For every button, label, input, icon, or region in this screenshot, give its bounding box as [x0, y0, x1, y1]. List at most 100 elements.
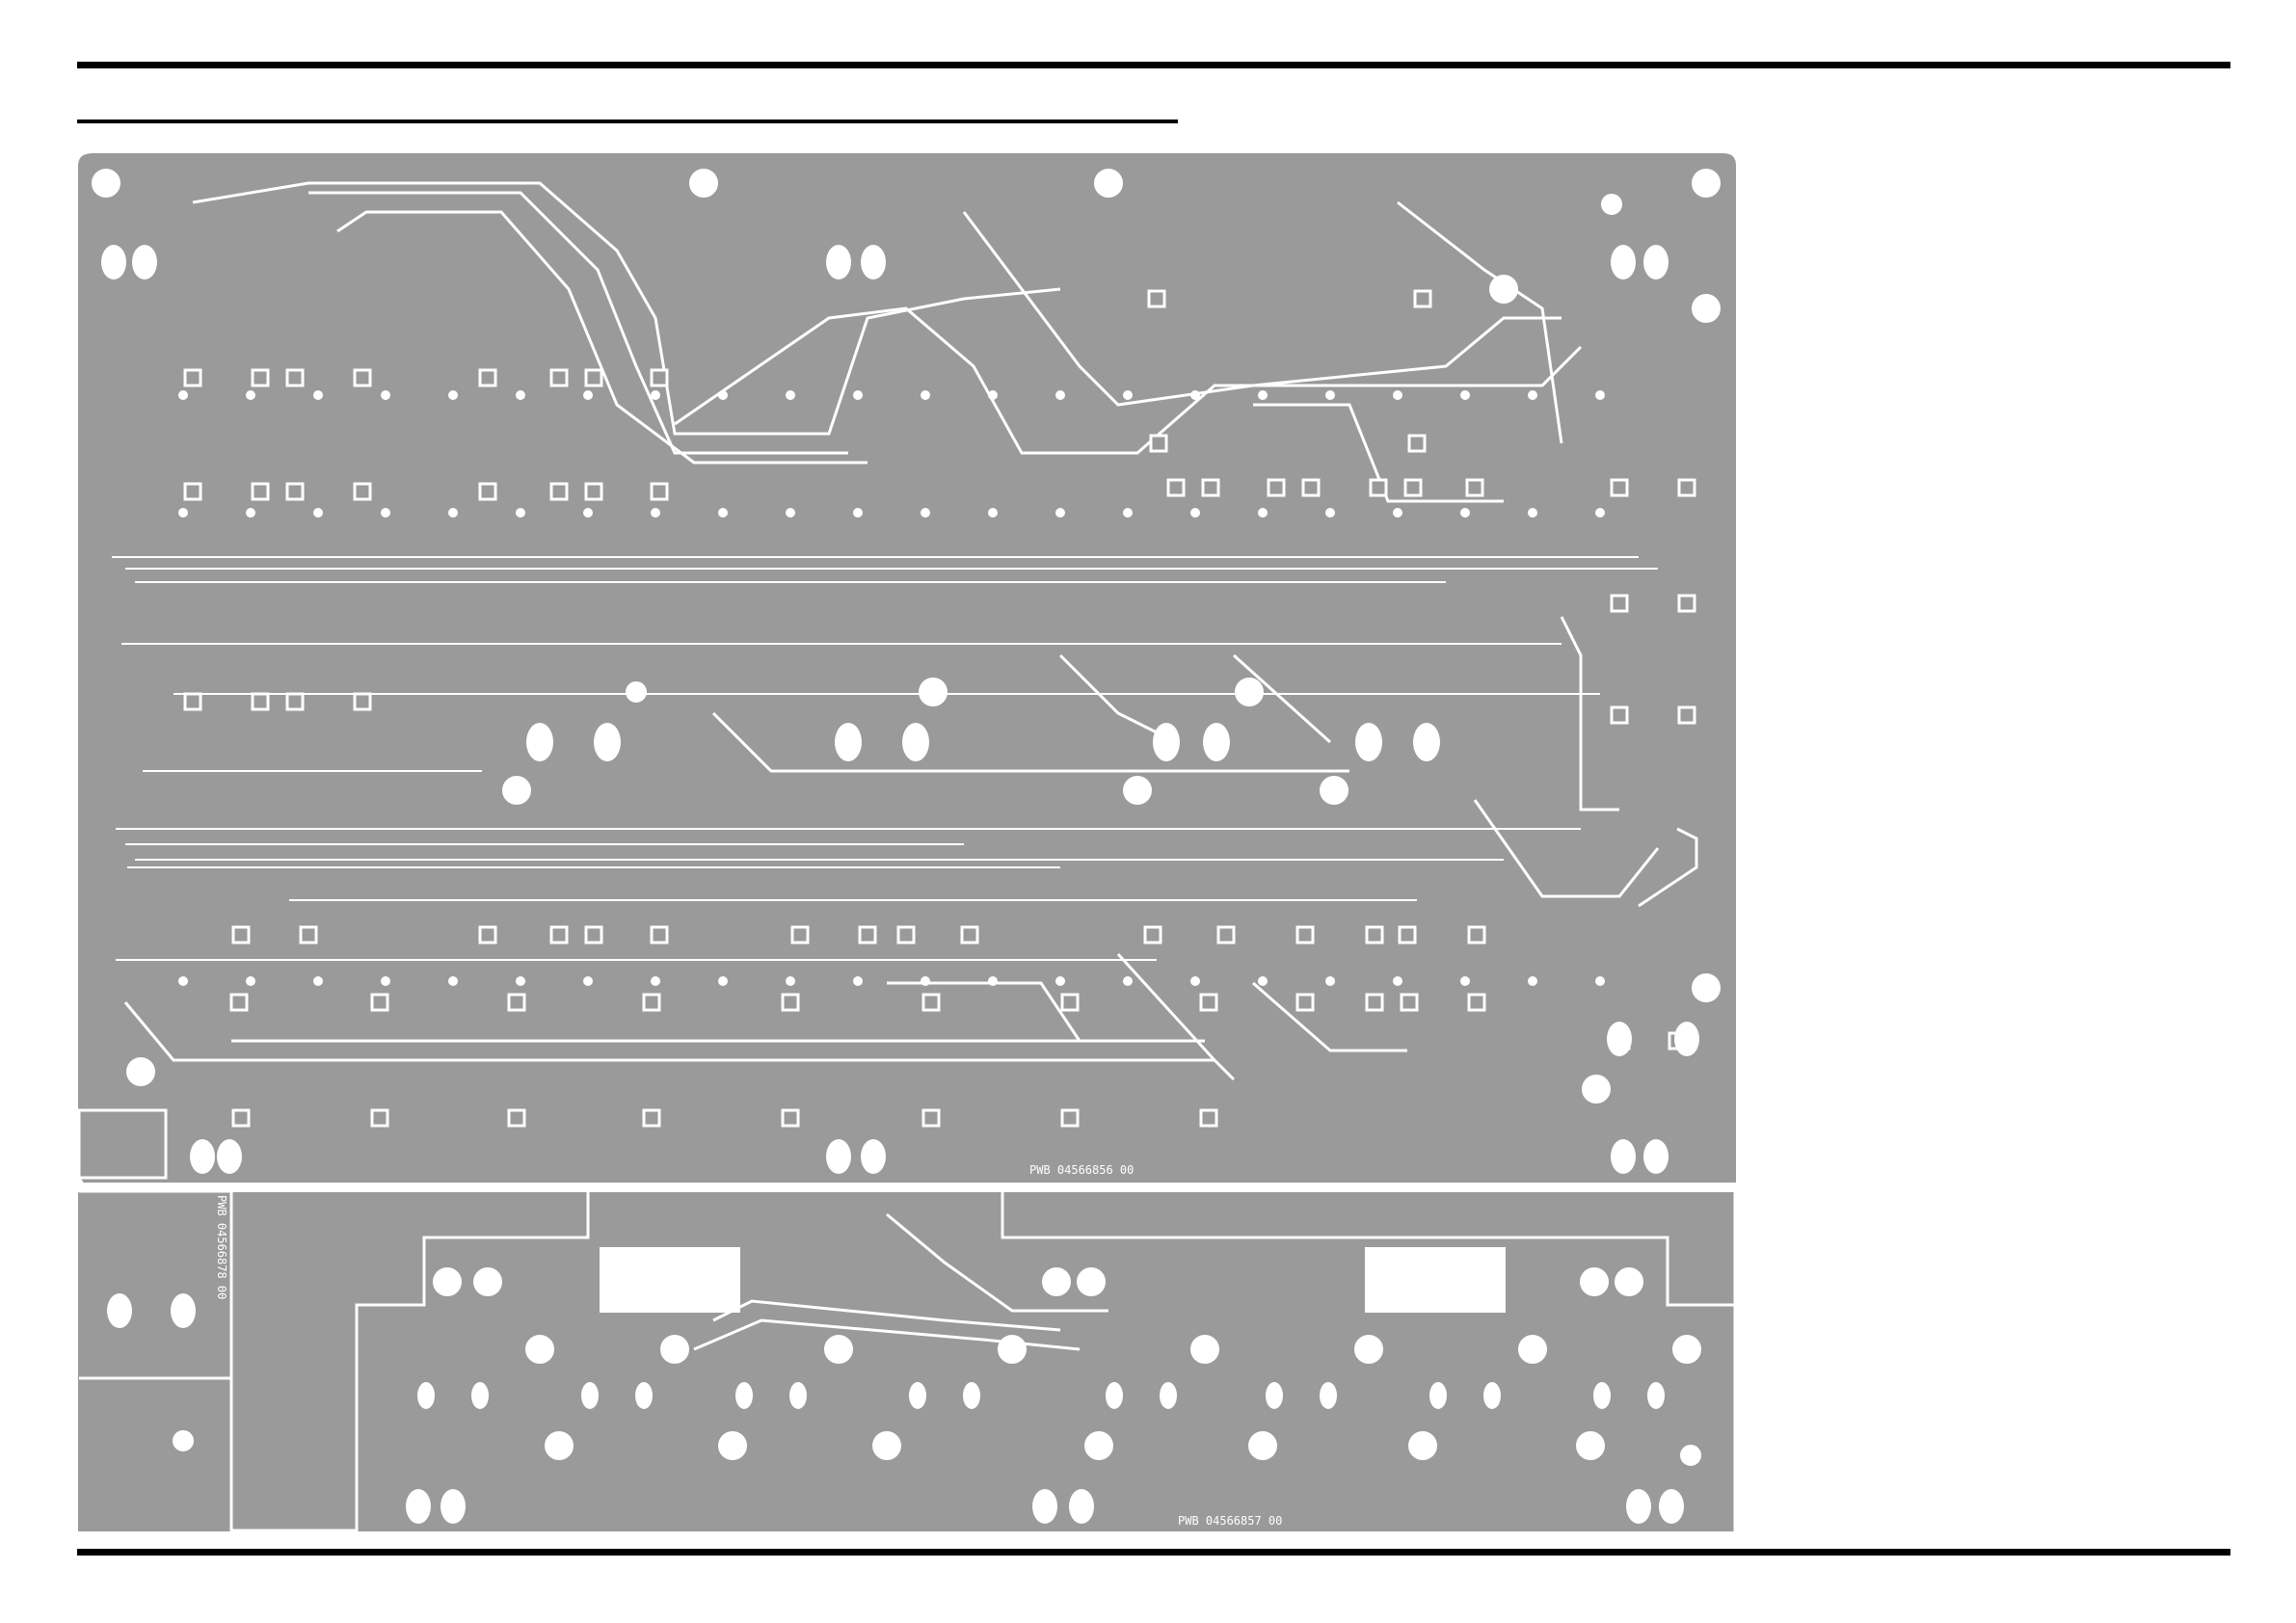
mounting-hole: [1236, 678, 1263, 705]
main-board-label: PWB 04566856 00: [1029, 1163, 1134, 1177]
component-pad: [1612, 707, 1627, 723]
oval-pad: [1674, 1022, 1699, 1056]
key-contact: [1593, 1382, 1611, 1409]
via: [1394, 977, 1402, 985]
oval-pad: [171, 1293, 196, 1328]
oval-slot: [826, 245, 851, 279]
side-board-cutout: [79, 1110, 166, 1178]
mounting-hole: [1124, 777, 1151, 804]
oval-pad: [1153, 723, 1180, 761]
component-pad: [1201, 995, 1216, 1010]
via: [247, 977, 254, 985]
oval-slot: [1032, 1489, 1057, 1524]
component-pad: [480, 370, 495, 386]
via: [989, 977, 997, 985]
via: [449, 391, 457, 399]
component-pad: [1612, 480, 1627, 495]
component-pad: [185, 370, 200, 386]
oval-slot: [132, 245, 157, 279]
via: [989, 509, 997, 517]
keypad-hole: [1673, 1336, 1700, 1363]
via: [989, 391, 997, 399]
key-contact: [1266, 1382, 1283, 1409]
via: [787, 509, 794, 517]
component-pad: [509, 1110, 524, 1126]
via: [584, 391, 592, 399]
via: [921, 509, 929, 517]
component-pad: [1367, 995, 1382, 1010]
component-pad: [1297, 995, 1313, 1010]
via: [1191, 391, 1199, 399]
via: [1596, 391, 1604, 399]
component-pad: [898, 927, 914, 943]
bottom-board-label: PWB 04566857 00: [1178, 1514, 1282, 1528]
oval-pad: [1203, 723, 1230, 761]
key-contact: [735, 1382, 753, 1409]
component-pad: [652, 370, 667, 386]
component-pad: [1297, 927, 1313, 943]
via: [1461, 509, 1469, 517]
fiducial-mark: [1602, 195, 1621, 214]
via: [584, 977, 592, 985]
component-pad: [1218, 927, 1234, 943]
mounting-hole: [127, 1058, 154, 1085]
via: [1394, 509, 1402, 517]
key-contact: [635, 1382, 653, 1409]
via: [854, 509, 862, 517]
via: [1326, 977, 1334, 985]
component-pad: [287, 694, 303, 709]
component-pad: [1469, 927, 1484, 943]
via: [1056, 509, 1064, 517]
keypad-hole: [526, 1336, 553, 1363]
oval-slot: [826, 1139, 851, 1174]
oval-slot: [190, 1139, 215, 1174]
through-hole: [1043, 1268, 1070, 1295]
component-pad: [1168, 480, 1184, 495]
key-contact: [1429, 1382, 1447, 1409]
mounting-hole: [503, 777, 530, 804]
key-contact: [1320, 1382, 1337, 1409]
mounting-hole: [1490, 276, 1517, 303]
via: [517, 977, 524, 985]
key-contact: [1106, 1382, 1123, 1409]
oval-slot: [1626, 1489, 1651, 1524]
through-hole: [434, 1268, 461, 1295]
component-pad: [253, 484, 268, 499]
keypad-hole: [1519, 1336, 1546, 1363]
component-pad: [586, 484, 601, 499]
component-pad: [185, 694, 200, 709]
component-pad: [644, 1110, 659, 1126]
component-pad: [1679, 596, 1695, 611]
via: [1326, 509, 1334, 517]
component-pad: [1268, 480, 1284, 495]
oval-pad: [1413, 723, 1440, 761]
oval-slot: [217, 1139, 242, 1174]
via: [449, 977, 457, 985]
key-contact: [417, 1382, 435, 1409]
component-pad: [301, 927, 316, 943]
oval-pad: [1355, 723, 1382, 761]
component-pad: [1203, 480, 1218, 495]
via: [652, 391, 659, 399]
bottom-board: [77, 1191, 1737, 1532]
mounting-hole: [1693, 295, 1720, 322]
component-pad: [652, 927, 667, 943]
through-hole: [474, 1268, 501, 1295]
key-contact: [1160, 1382, 1177, 1409]
via: [787, 391, 794, 399]
via: [314, 977, 322, 985]
keypad-hole: [1355, 1336, 1382, 1363]
via: [382, 391, 389, 399]
via: [1259, 509, 1267, 517]
component-pad: [783, 995, 798, 1010]
component-pad: [1679, 707, 1695, 723]
component-pad: [1367, 927, 1382, 943]
component-pad: [792, 927, 808, 943]
component-pad: [355, 370, 370, 386]
via: [517, 391, 524, 399]
component-pad: [185, 484, 200, 499]
component-pad: [652, 484, 667, 499]
keypad-hole: [1249, 1432, 1276, 1459]
keypad-hole: [1577, 1432, 1604, 1459]
fiducial-mark: [174, 1431, 193, 1450]
